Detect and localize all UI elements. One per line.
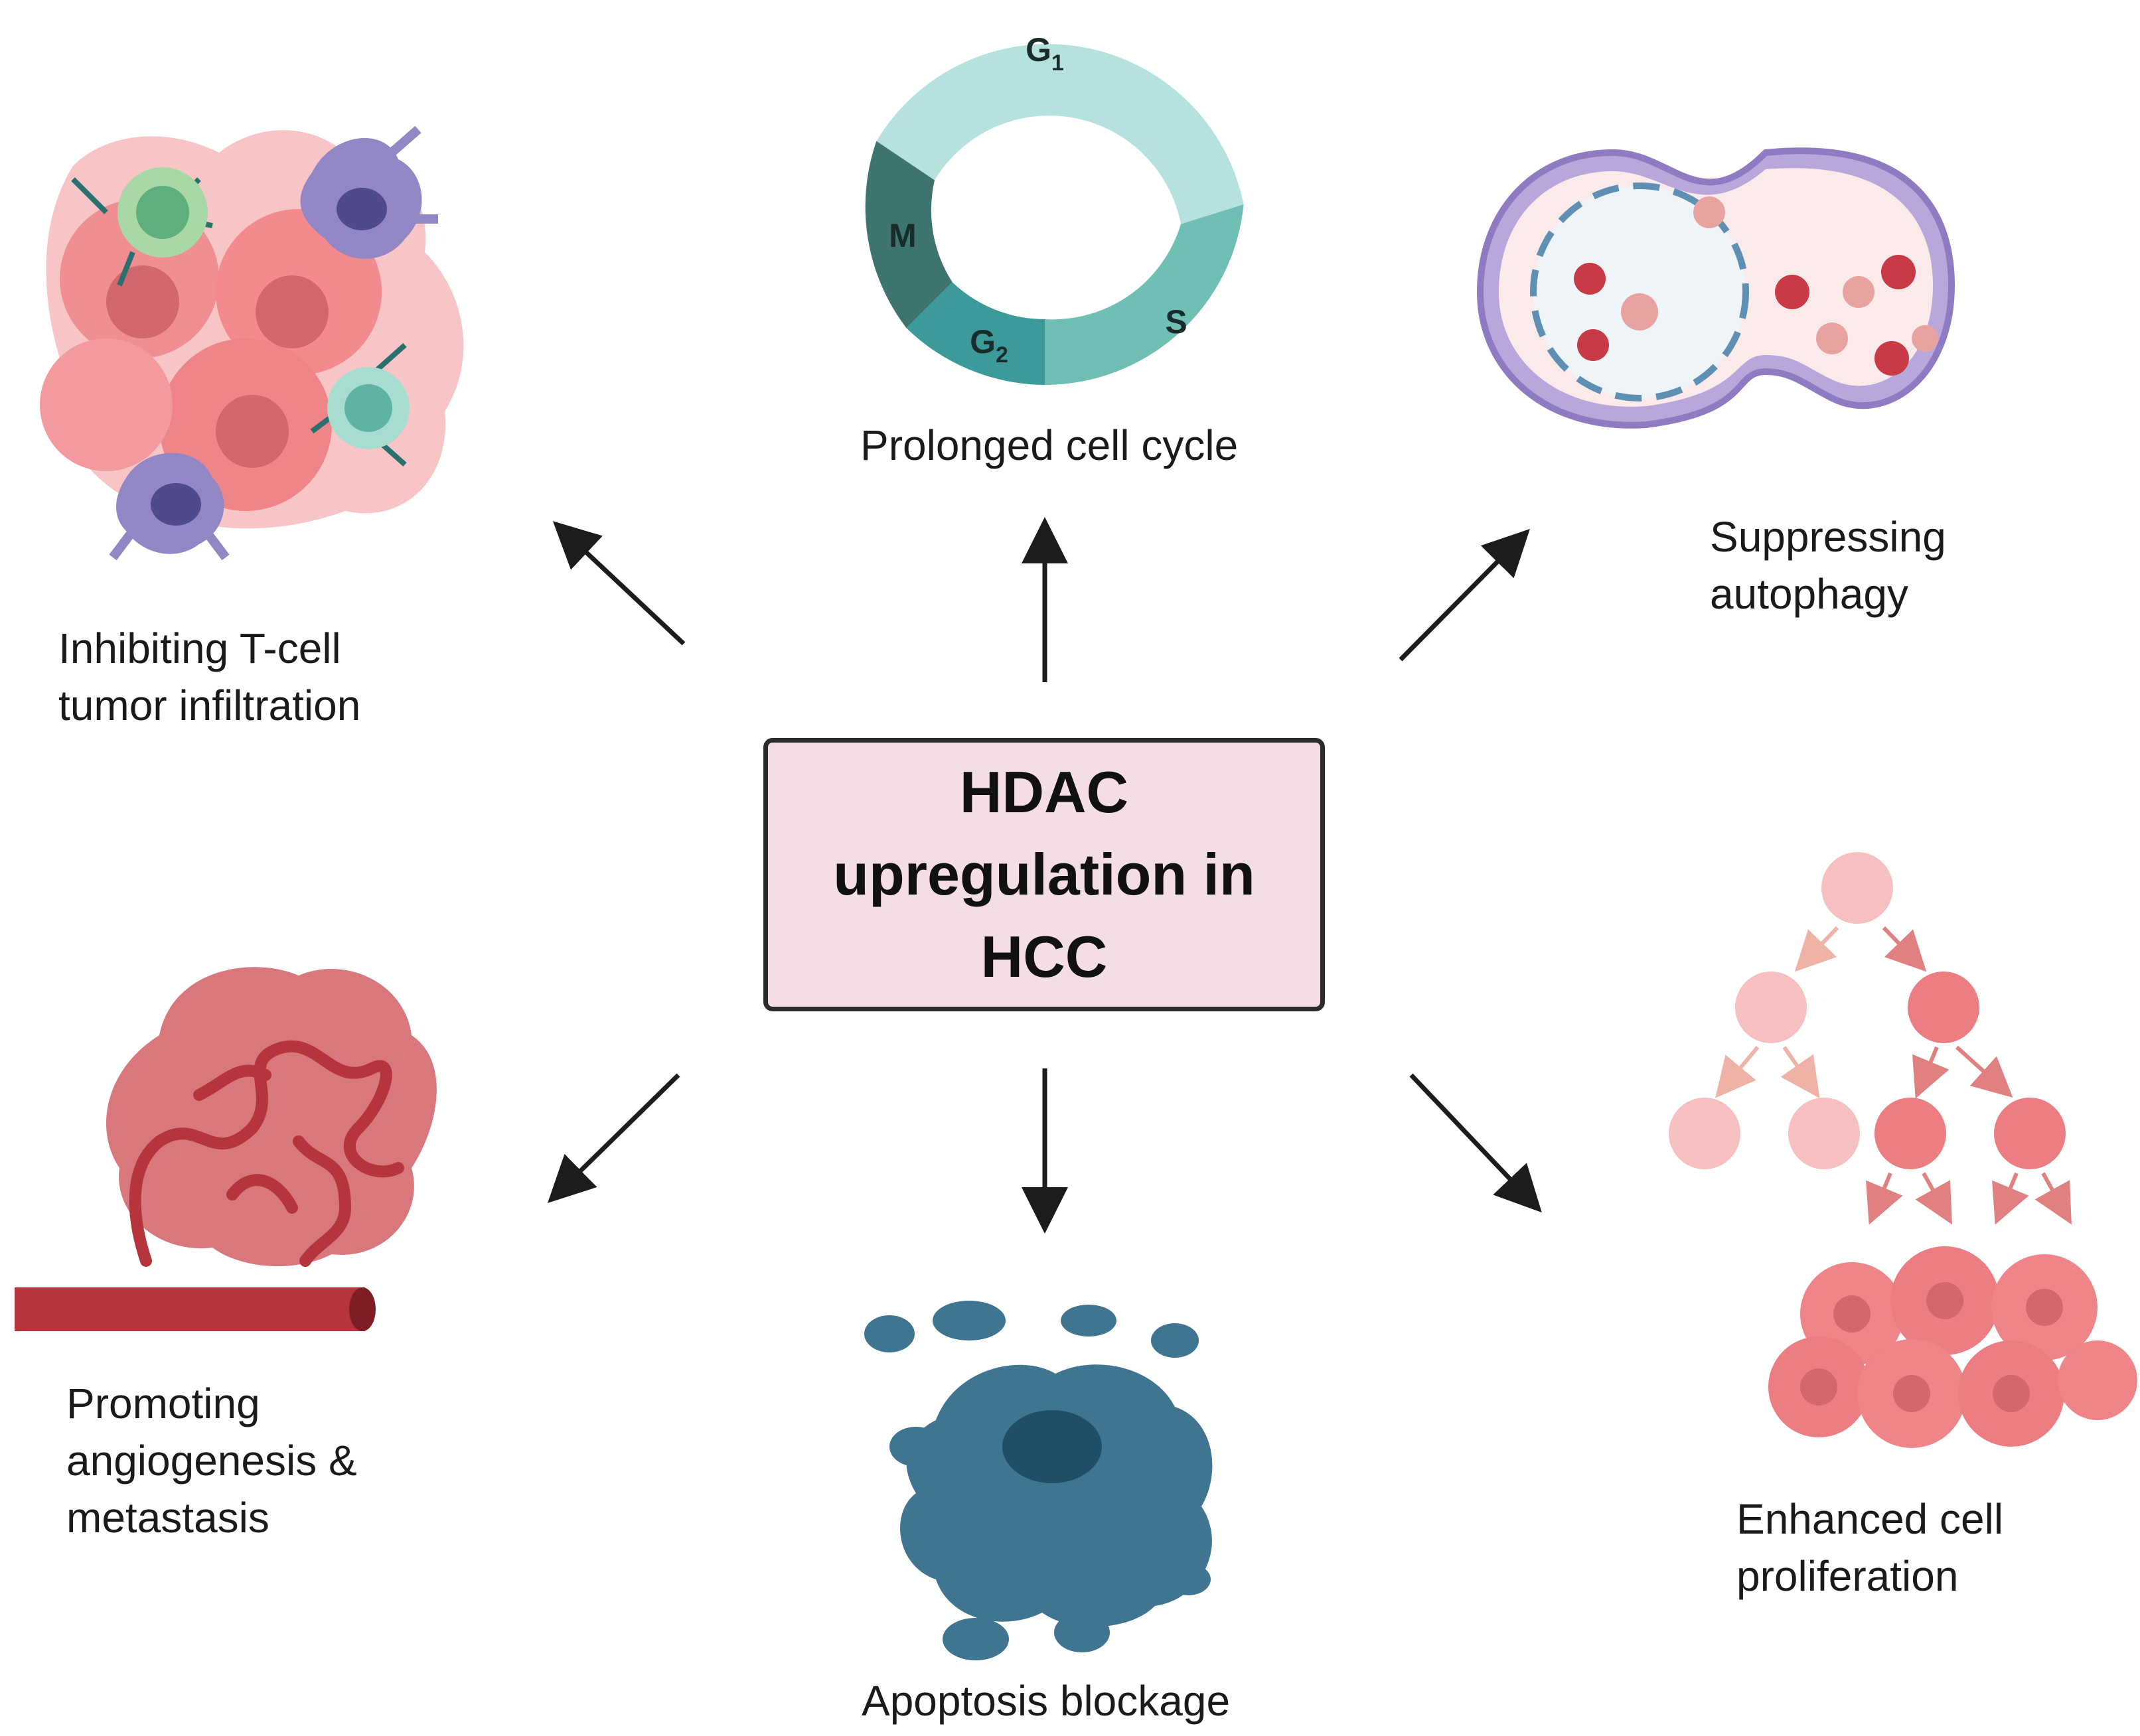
tumor-nucleus	[216, 395, 289, 468]
apoptotic-body	[1166, 1563, 1211, 1595]
angiogenesis-label: Promoting angiogenesis & metastasis	[66, 1380, 357, 1542]
tumor-cell	[1994, 1098, 2066, 1169]
center-title-line: upregulation in	[833, 841, 1255, 907]
arrow-to-autophagy	[1399, 529, 1530, 662]
proliferation-label: Enhanced cell proliferation	[1736, 1495, 2004, 1600]
tumor-cell	[1874, 1098, 1946, 1169]
blood-vessel	[15, 1287, 365, 1331]
apoptosis-illustration	[864, 1301, 1213, 1660]
arrow-to-angiogenesis	[547, 1073, 680, 1203]
dendritic-cell	[109, 453, 230, 561]
tumor-nucleus	[106, 265, 179, 338]
phase-g2-segment	[906, 282, 1045, 385]
apoptotic-cell-body	[900, 1364, 1213, 1627]
tumor-nucleus	[256, 275, 329, 348]
lysosome	[1775, 275, 1809, 309]
autophagy-illustration	[1476, 147, 1955, 429]
center-title-line: HCC	[980, 924, 1108, 989]
apoptotic-body	[889, 1427, 943, 1467]
apoptotic-nucleus	[1002, 1410, 1102, 1483]
dendritic-cell	[300, 125, 438, 259]
apoptotic-body	[933, 1301, 1006, 1340]
phase-g2-label: G2	[970, 323, 1008, 368]
lysosome	[1874, 341, 1909, 376]
arrows	[547, 517, 1542, 1234]
lysosome	[1912, 325, 1938, 352]
lysosome	[1577, 329, 1609, 361]
arrow-to-proliferation	[1409, 1073, 1542, 1213]
arrow-to-tcell	[552, 521, 686, 646]
lysosome	[1574, 263, 1606, 295]
lysosome	[1621, 293, 1658, 330]
lysosome	[1881, 255, 1916, 289]
autophagy-label: Suppressing autophagy	[1710, 513, 1946, 618]
t-cell	[310, 343, 410, 467]
apoptotic-body	[943, 1618, 1009, 1660]
phase-g1-segment	[876, 44, 1244, 224]
phase-s-segment	[1045, 204, 1244, 385]
apoptotic-body	[864, 1315, 915, 1352]
hdac-center-box: HDAC upregulation in HCC	[763, 738, 1325, 1011]
angiogenesis-illustration	[15, 967, 437, 1331]
phase-m-label: M	[889, 217, 917, 254]
tcell-infiltration-illustration	[40, 125, 464, 561]
center-title-line: HDAC	[959, 759, 1129, 825]
tumor-cluster	[1768, 1246, 2137, 1448]
apoptotic-body	[1054, 1613, 1110, 1652]
normal-cell	[1788, 1098, 1860, 1169]
apoptotic-body	[1061, 1305, 1116, 1337]
tumor-cell	[40, 338, 173, 471]
lysosome	[1816, 323, 1848, 354]
normal-cell	[1735, 972, 1807, 1043]
normal-cell	[1669, 1098, 1740, 1169]
cell-cycle-label: Prolonged cell cycle	[860, 421, 1239, 469]
normal-cell	[1821, 852, 1893, 924]
cell-cycle-ring: G1 S G2 M	[865, 31, 1244, 385]
phase-g1-label: G1	[1026, 31, 1064, 76]
lysosome	[1843, 276, 1874, 308]
tumor-cell	[1908, 972, 1979, 1043]
apoptosis-label: Apoptosis blockage	[862, 1677, 1231, 1725]
phase-s-label: S	[1165, 303, 1187, 340]
proliferation-illustration	[1669, 852, 2137, 1448]
tcell-label: Inhibiting T-cell tumor infiltration	[58, 624, 361, 729]
apoptotic-body	[1151, 1323, 1199, 1358]
lysosome	[1693, 196, 1725, 228]
tumor-mass	[106, 967, 437, 1267]
blood-vessel-network	[129, 1040, 404, 1267]
t-cell	[71, 167, 213, 287]
blood-vessel-opening	[349, 1287, 376, 1331]
phase-m-segment	[865, 141, 953, 328]
